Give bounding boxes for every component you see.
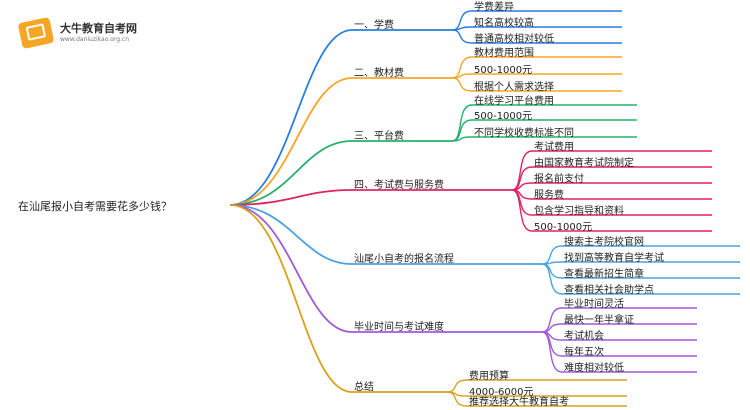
leaf-label[interactable]: 普通高校相对较低 xyxy=(474,34,554,45)
leaf-label[interactable]: 在线学习平台费用 xyxy=(474,96,554,107)
branch-label[interactable]: 三、平台费 xyxy=(354,131,404,142)
root-topic: 在汕尾报小自考需要花多少钱？ xyxy=(18,200,172,213)
leaf-label[interactable]: 500-1000元 xyxy=(534,222,593,233)
branch-label[interactable]: 汕尾小自考的报名流程 xyxy=(354,254,454,265)
leaf-label[interactable]: 推荐选择大牛教育自考 xyxy=(469,397,569,408)
leaf-label[interactable]: 包含学习指导和资料 xyxy=(534,206,624,217)
leaf-label[interactable]: 查看最新招生简章 xyxy=(564,269,644,280)
leaf-connector xyxy=(446,379,468,393)
branch-connector xyxy=(229,140,353,206)
leaf-connector xyxy=(451,73,473,79)
leaf-connector xyxy=(541,331,563,357)
leaf-label[interactable]: 毕业时间灵活 xyxy=(564,299,624,310)
leaf-connector xyxy=(451,29,473,44)
leaf-label[interactable]: 500-1000元 xyxy=(474,111,533,122)
leaf-connector xyxy=(541,307,563,333)
leaf-label[interactable]: 报名前支付 xyxy=(534,174,584,185)
branch-connector xyxy=(229,77,353,206)
branch-connector xyxy=(229,204,353,333)
leaf-label[interactable]: 难度相对较低 xyxy=(564,363,624,374)
branch-label[interactable]: 总结 xyxy=(354,382,374,393)
leaf-label[interactable]: 费用预算 xyxy=(469,371,509,382)
leaf-label[interactable]: 服务费 xyxy=(534,190,564,201)
branch-connector xyxy=(229,29,353,206)
leaf-label[interactable]: 找到高等教育自学考试 xyxy=(564,253,664,264)
leaf-connector xyxy=(541,245,563,265)
branch-label[interactable]: 一、学费 xyxy=(354,20,394,31)
site-logo[interactable]: 大牛教育自考网 www.daniuzikao.org.cn xyxy=(17,14,160,54)
leaf-label[interactable]: 学费差异 xyxy=(474,2,514,13)
leaf-connector xyxy=(541,331,563,373)
leaf-connector xyxy=(541,263,563,295)
leaf-label[interactable]: 4000-6000元 xyxy=(469,387,534,398)
leaf-connector xyxy=(451,77,473,92)
branch-connector xyxy=(229,189,353,206)
leaf-label[interactable]: 最快一年半拿证 xyxy=(564,315,634,326)
leaf-label[interactable]: 考试机会 xyxy=(564,331,604,342)
leaf-label[interactable]: 考试费用 xyxy=(534,142,574,153)
leaf-connector xyxy=(511,189,533,216)
branch-connector xyxy=(229,204,353,393)
branch-label[interactable]: 四、考试费与服务费 xyxy=(354,180,444,191)
leaf-label[interactable]: 500-1000元 xyxy=(474,65,533,76)
leaf-label[interactable]: 查看相关社会助学点 xyxy=(564,285,654,296)
leaf-label[interactable]: 搜索主考院校官网 xyxy=(564,237,644,248)
leaf-label[interactable]: 不同学校收费标准不同 xyxy=(474,128,574,139)
leaf-connector xyxy=(511,189,533,232)
leaf-connector xyxy=(511,150,533,191)
leaf-label[interactable]: 教材费用范围 xyxy=(474,48,534,59)
leaf-label[interactable]: 由国家教育考试院制定 xyxy=(534,158,634,169)
leaf-connector xyxy=(511,166,533,191)
book-icon xyxy=(17,16,55,50)
leaf-label[interactable]: 每年五次 xyxy=(564,347,604,358)
leaf-connector xyxy=(451,26,473,31)
leaf-connector xyxy=(446,391,468,407)
leaf-connector xyxy=(451,104,473,142)
leaf-connector xyxy=(451,136,473,142)
branch-connector xyxy=(229,204,353,265)
leaf-connector xyxy=(541,263,563,279)
branch-label[interactable]: 二、教材费 xyxy=(354,68,404,79)
logo-url: www.daniuzikao.org.cn xyxy=(60,36,130,43)
logo-title: 大牛教育自考网 xyxy=(60,22,137,35)
branch-label[interactable]: 毕业时间与考试难度 xyxy=(354,322,444,333)
leaf-label[interactable]: 知名高校较高 xyxy=(474,18,534,29)
leaf-label[interactable]: 根据个人需求选择 xyxy=(474,82,554,93)
